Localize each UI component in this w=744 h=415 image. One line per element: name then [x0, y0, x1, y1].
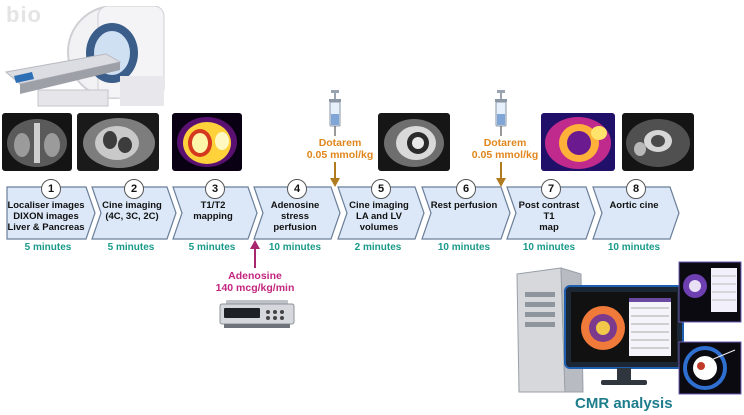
infusion-pump-illustration — [219, 300, 295, 328]
step-label: Rest perfusion — [430, 200, 498, 211]
step-2: 2 Cine imaging (4C, 3C, 2C) — [91, 179, 177, 240]
step-label: Cine imaging LA and LV volumes — [349, 200, 409, 233]
dotarem-arrow-2 — [496, 162, 506, 187]
step-1: 1 Localiser images DIXON images Liver & … — [6, 179, 96, 240]
computer-illustration — [516, 261, 742, 395]
duration-step-2: 5 minutes — [107, 242, 155, 253]
step-number: 5 — [371, 179, 391, 199]
duration-step-5: 2 minutes — [354, 242, 402, 253]
syringe-icon-dotarem-2 — [495, 90, 507, 136]
watermark-logo: bio — [6, 2, 42, 27]
step-label: Localiser images DIXON images Liver & Pa… — [7, 200, 85, 233]
t1-map-thumbnail — [172, 113, 242, 171]
step-6: 6 Rest perfusion — [421, 179, 511, 240]
dotarem-label-1: Dotarem 0.05 mmol/kg — [306, 137, 374, 161]
step-number: 6 — [456, 179, 476, 199]
duration-step-6: 10 minutes — [437, 242, 491, 253]
step-number: 4 — [287, 179, 307, 199]
dotarem-arrow-1 — [330, 162, 340, 187]
step-label: T1/T2 mapping — [193, 200, 233, 222]
step-label: Adenosine stress perfusion — [270, 200, 320, 233]
duration-step-8: 10 minutes — [607, 242, 661, 253]
step-5: 5 Cine imaging LA and LV volumes — [337, 179, 425, 240]
dixon-image-thumbnail — [2, 113, 72, 171]
step-number: 1 — [41, 179, 61, 199]
cine-4c-thumbnail — [77, 113, 159, 171]
step-4: 4 Adenosine stress perfusion — [253, 179, 341, 240]
step-7: 7 Post contrast T1 map — [506, 179, 596, 240]
step-number: 2 — [124, 179, 144, 199]
mri-scanner-illustration — [4, 6, 165, 107]
dotarem-label-2: Dotarem 0.05 mmol/kg — [471, 137, 539, 161]
adenosine-label: Adenosine 140 mcg/kg/min — [215, 270, 295, 294]
step-label: Cine imaging (4C, 3C, 2C) — [102, 200, 162, 222]
adenosine-arrow — [250, 240, 260, 268]
step-8: 8 Aortic cine — [592, 179, 680, 240]
duration-step-3: 5 minutes — [188, 242, 236, 253]
duration-step-1: 5 minutes — [24, 242, 72, 253]
step-number: 7 — [541, 179, 561, 199]
syringe-icon-dotarem-1 — [329, 90, 341, 136]
post-contrast-t1-thumbnail — [541, 113, 615, 171]
duration-step-4: 10 minutes — [268, 242, 322, 253]
step-label: Aortic cine — [609, 200, 659, 211]
aortic-cine-thumbnail — [622, 113, 694, 171]
step-3: 3 T1/T2 mapping — [172, 179, 258, 240]
cmr-analysis-label: CMR analysis — [575, 395, 673, 412]
step-number: 3 — [205, 179, 225, 199]
step-label: Post contrast T1 map — [518, 200, 580, 233]
cine-sax-thumbnail — [378, 113, 450, 171]
duration-step-7: 10 minutes — [522, 242, 576, 253]
step-number: 8 — [626, 179, 646, 199]
